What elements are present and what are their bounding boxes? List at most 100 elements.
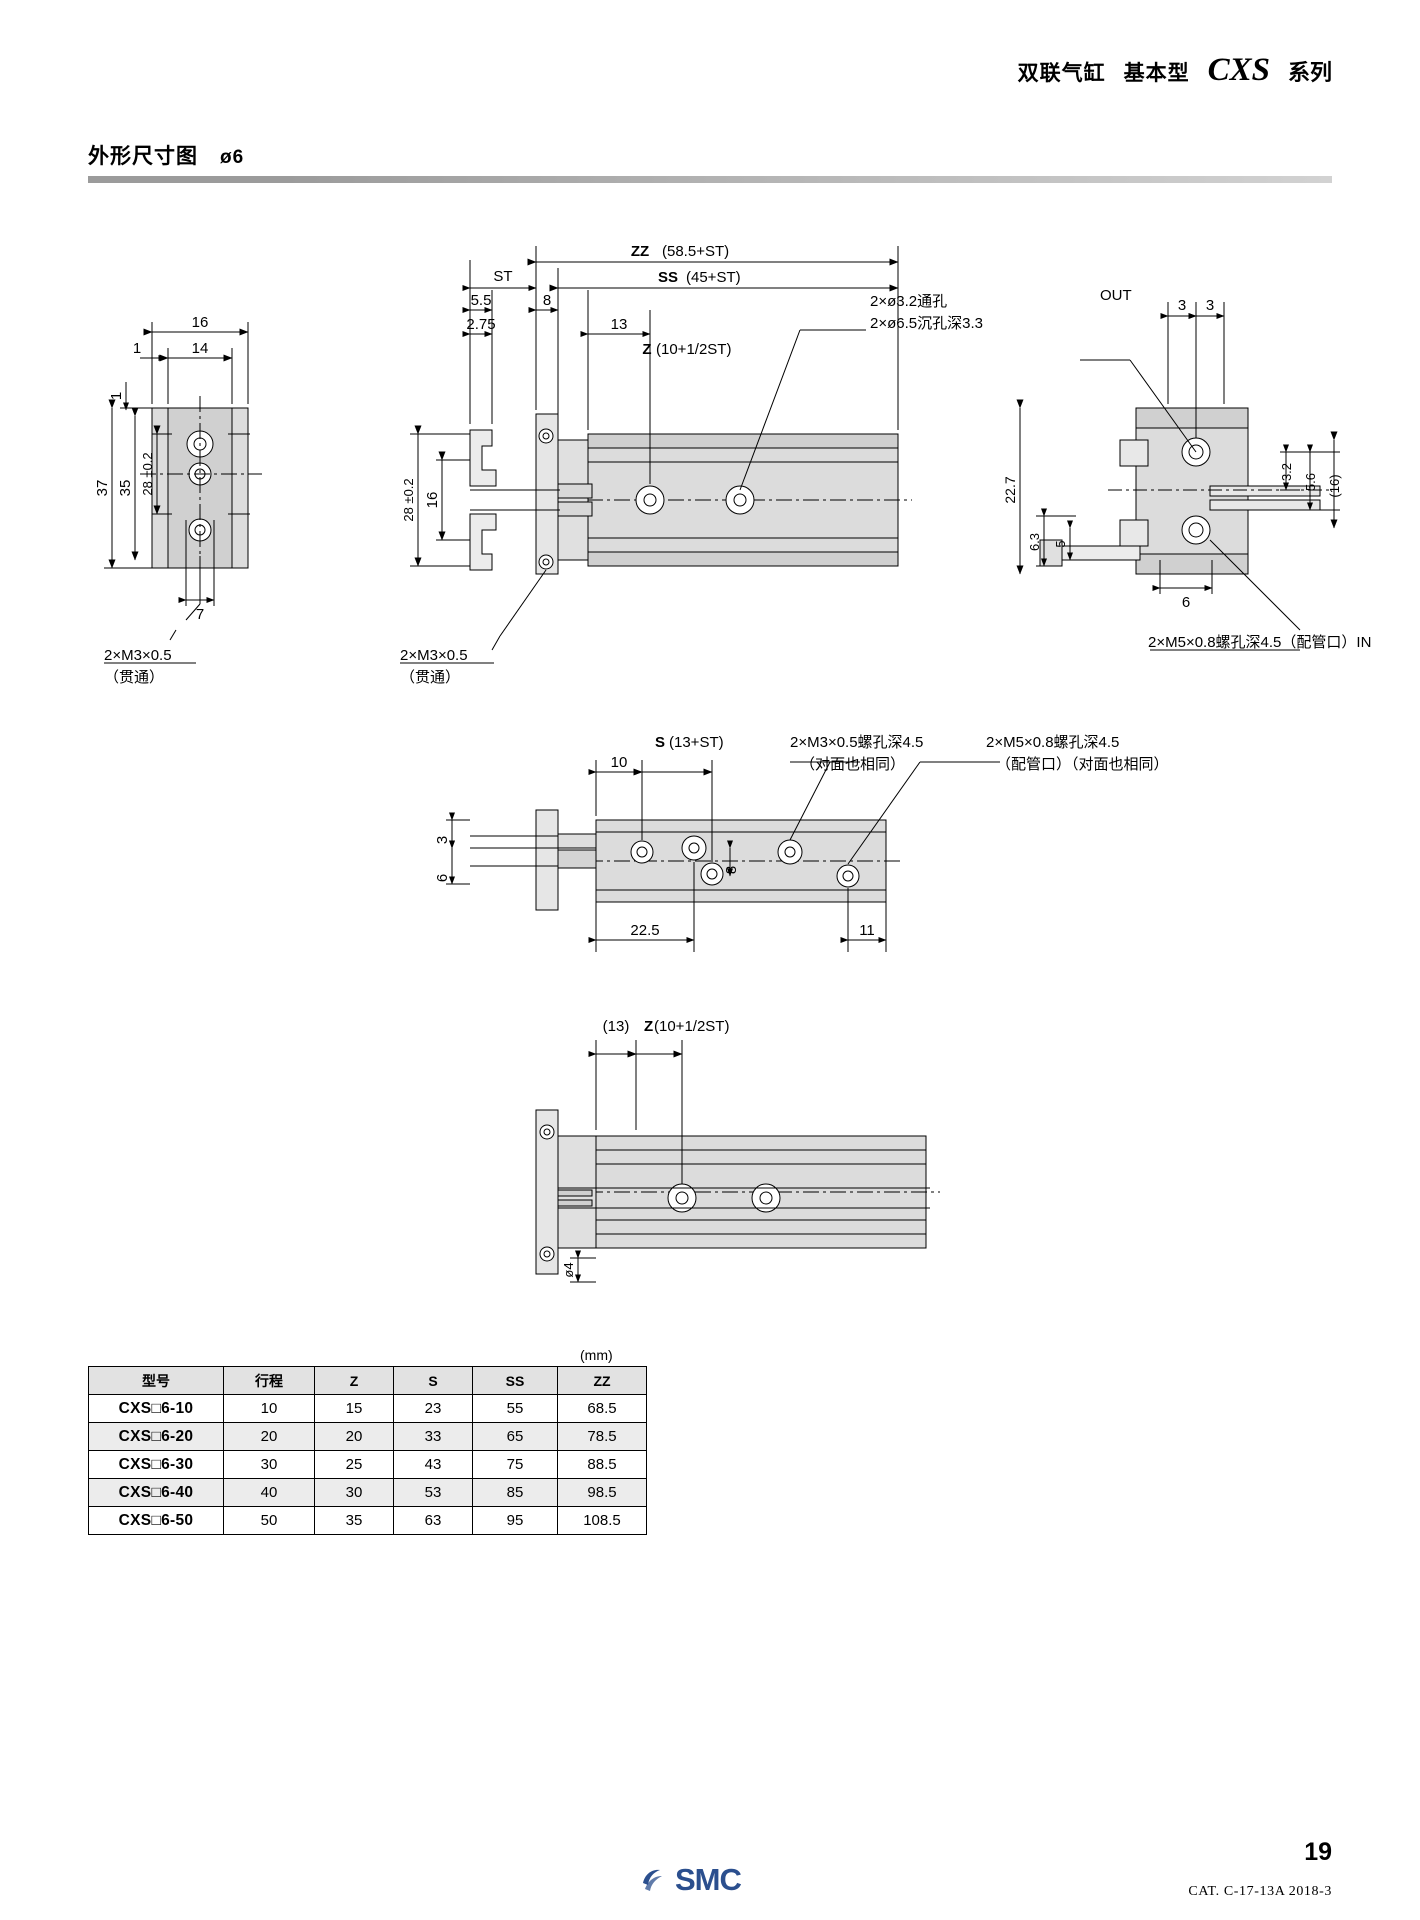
dim-28-side: 28 ±0.2	[401, 478, 416, 521]
th-z: Z	[314, 1366, 394, 1395]
dim-3a: 3	[1178, 297, 1186, 314]
catalog-number: CAT. C-17-13A 2018-3	[1188, 1884, 1332, 1899]
dim-37: 37	[94, 480, 111, 497]
dim-ZZ-value: (58.5+ST)	[662, 243, 729, 260]
dim-ZZ-label: ZZ	[631, 243, 649, 260]
cell-ss: 75	[472, 1450, 558, 1479]
dim-S-label: S	[655, 734, 665, 751]
smc-logo-text: SMC	[675, 1862, 742, 1897]
dim-13: 13	[611, 316, 628, 333]
cell-stroke: 40	[223, 1478, 315, 1507]
dim-3b: 3	[1206, 297, 1214, 314]
cell-zz: 68.5	[557, 1394, 647, 1423]
hole-note-2: 2×ø6.5沉孔深3.3	[870, 315, 983, 332]
dim-S-value: (13+ST)	[669, 734, 724, 751]
dim-13-paren: (13)	[603, 1018, 630, 1035]
dim-1-v: 1	[108, 392, 125, 400]
cell-s: 63	[393, 1506, 473, 1535]
cell-zz: 88.5	[557, 1450, 647, 1479]
cell-z: 30	[314, 1478, 394, 1507]
page-number: 19	[1304, 1838, 1332, 1866]
cell-model: CXS□6-40	[88, 1478, 224, 1507]
dim-o4: ø4	[561, 1262, 576, 1277]
dim-6-top: 6	[434, 874, 451, 882]
dim-16-paren: (16)	[1327, 474, 1342, 497]
table-unit: (mm)	[580, 1347, 613, 1363]
dim-22p5: 22.5	[630, 922, 659, 939]
header-series-mark: CXS	[1207, 52, 1270, 88]
cell-model: CXS□6-30	[88, 1450, 224, 1479]
th-model: 型号	[88, 1366, 224, 1395]
hole-note-1: 2×ø3.2通孔	[870, 293, 947, 310]
table-row: CXS□6-50 50 35 63 95 108.5	[88, 1506, 647, 1535]
cell-model: CXS□6-20	[88, 1422, 224, 1451]
dim-5p5: 5.5	[471, 292, 492, 309]
dim-16: 16	[192, 314, 209, 331]
cell-z: 25	[314, 1450, 394, 1479]
table-row: CXS□6-40 40 30 53 85 98.5	[88, 1478, 647, 1507]
dim-8-top: 8	[723, 866, 740, 874]
dim-2p75: 2.75	[466, 316, 495, 333]
cell-z: 35	[314, 1506, 394, 1535]
top-note-a1: 2×M3×0.5螺孔深4.5	[790, 734, 923, 751]
port-note: 2×M5×0.8螺孔深4.5（配管口）IN	[1148, 634, 1371, 651]
dim-6p3: 6.3	[1027, 533, 1042, 551]
dim-3-top: 3	[434, 836, 451, 844]
header-subtitle: 基本型	[1123, 62, 1190, 85]
out-label: OUT	[1100, 287, 1132, 304]
cell-stroke: 10	[223, 1394, 315, 1423]
dimensions-table: 型号 行程 Z S SS ZZ CXS□6-10 10 15 23 55 68.…	[88, 1366, 647, 1535]
cell-ss: 85	[472, 1478, 558, 1507]
dim-Z-value: (10+1/2ST)	[656, 341, 731, 358]
dim-22p7: 22.7	[1002, 476, 1018, 503]
section-title-text: 外形尺寸图	[88, 145, 198, 168]
cell-z: 20	[314, 1422, 394, 1451]
dim-ST: ST	[493, 268, 512, 285]
th-s: S	[393, 1366, 473, 1395]
cell-zz: 108.5	[557, 1506, 647, 1535]
cell-stroke: 30	[223, 1450, 315, 1479]
section-diameter: ø6	[220, 147, 245, 168]
cell-ss: 55	[472, 1394, 558, 1423]
dim-5p6: 5.6	[1303, 473, 1318, 491]
dim-SS-value: (45+ST)	[686, 269, 741, 286]
front-note-1: 2×M3×0.5	[104, 647, 172, 664]
dim-Z-label: Z	[642, 341, 651, 358]
cell-stroke: 50	[223, 1506, 315, 1535]
th-ss: SS	[472, 1366, 558, 1395]
cell-s: 33	[393, 1422, 473, 1451]
cell-ss: 65	[472, 1422, 558, 1451]
section-title: 外形尺寸图 ø6	[88, 140, 244, 170]
table-row: CXS□6-30 30 25 43 75 88.5	[88, 1450, 647, 1479]
top-note-b1: 2×M5×0.8螺孔深4.5	[986, 734, 1119, 751]
front-note-2: （贯通）	[104, 669, 164, 686]
top-note-b2: （配管口）（对面也相同）	[996, 756, 1169, 773]
dim-16-side: 16	[424, 492, 441, 509]
side-note-1: 2×M3×0.5	[400, 647, 468, 664]
cell-zz: 98.5	[557, 1478, 647, 1507]
dim-1-h: 1	[133, 340, 141, 357]
cell-zz: 78.5	[557, 1422, 647, 1451]
dim-3p2: 3.2	[1279, 463, 1294, 481]
top-note-a2: （对面也相同）	[800, 756, 905, 773]
dim-7: 7	[196, 606, 204, 623]
side-note-2: （贯通）	[400, 669, 460, 686]
cell-stroke: 20	[223, 1422, 315, 1451]
cell-ss: 95	[472, 1506, 558, 1535]
dim-10: 10	[611, 754, 628, 771]
cell-s: 53	[393, 1478, 473, 1507]
cell-s: 43	[393, 1450, 473, 1479]
th-zz: ZZ	[557, 1366, 647, 1395]
dim-Z2-value: (10+1/2ST)	[654, 1018, 729, 1035]
page-header: 双联气缸 基本型 CXS 系列	[1018, 52, 1332, 89]
dim-6: 6	[1182, 594, 1190, 611]
header-title: 双联气缸	[1017, 62, 1106, 85]
cell-z: 15	[314, 1394, 394, 1423]
dim-Z2-label: Z	[644, 1018, 653, 1035]
th-stroke: 行程	[223, 1366, 315, 1395]
dim-11: 11	[859, 922, 875, 939]
dim-14: 14	[192, 340, 209, 357]
cell-s: 23	[393, 1394, 473, 1423]
